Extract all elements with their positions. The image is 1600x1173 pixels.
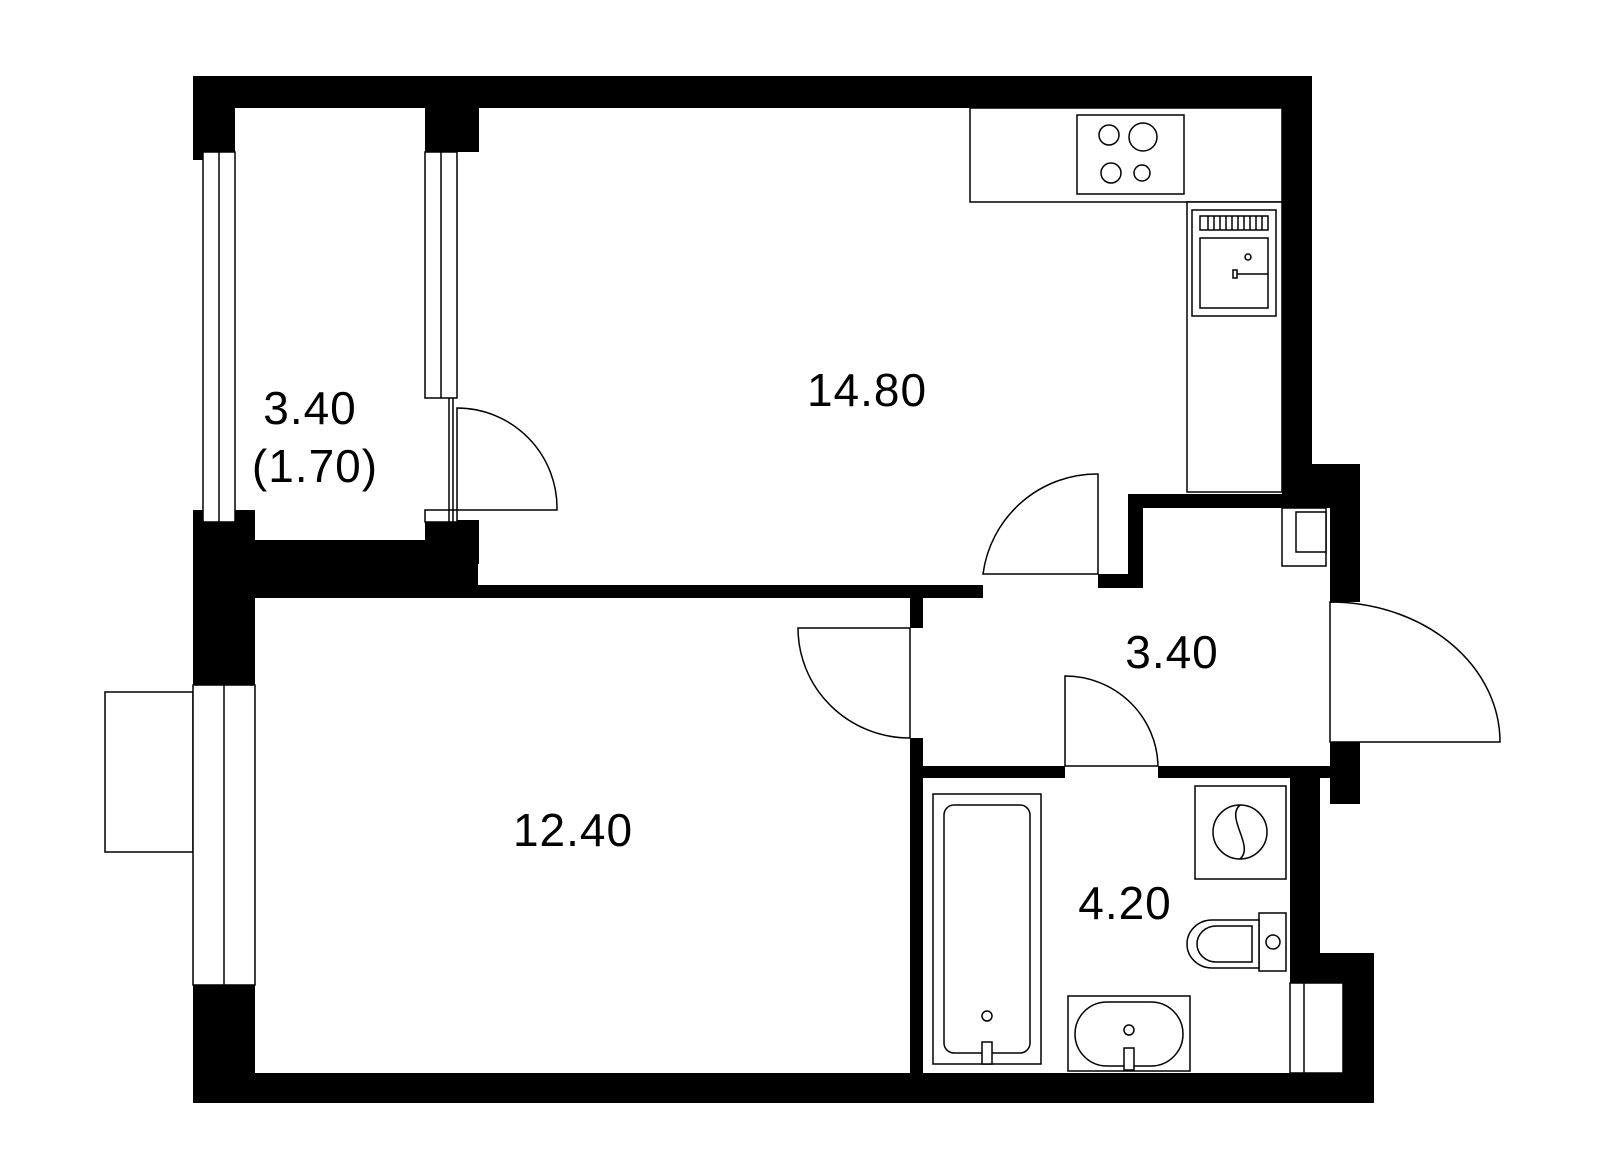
wall-right-entrance-lower [1330,742,1360,804]
kitchen-living-area-label: 14.80 [807,364,927,416]
bathtub-drain-icon [981,1010,993,1022]
wall-right-upper [1282,76,1312,494]
dish-rack-icon [1199,215,1269,231]
bathroom-door [1064,675,1159,767]
wall-hall-bath-right [1158,766,1358,778]
hallway-area-label: 3.40 [1125,626,1219,678]
balcony-reduced-area-label: (1.70) [252,440,378,492]
walls [193,76,1374,1103]
burner-icon [1098,124,1120,146]
bath-shaft [1289,982,1344,1074]
bathroom-fixtures [932,785,1344,1074]
doors [456,407,1501,767]
kitchen-fixtures [969,107,1283,493]
burner-icon [1128,122,1158,152]
hall-closet [1281,507,1327,567]
kitchen-door [982,473,1099,575]
burner-icon [1133,164,1151,182]
bathroom-area-label: 4.20 [1078,877,1172,929]
wall-top [193,76,1312,108]
bedroom-area-label: 12.40 [513,804,633,856]
washbasin-drain-icon [1123,1024,1135,1036]
wall-kitchen-bedroom [255,585,983,598]
entrance-door [1329,601,1501,743]
cooktop [1076,114,1185,195]
balcony-door [456,407,558,511]
wall-hall-inner-stub [1098,574,1143,588]
wall-hall-right [1330,464,1360,602]
washbasin-faucet [1123,1047,1135,1071]
bathtub-faucet [981,1041,993,1065]
window-sill [104,691,194,853]
wall-partition-bottom [425,520,479,564]
sink-drain-icon [1244,253,1252,261]
area-labels: 3.40 (1.70) 14.80 3.40 12.40 4.20 [252,364,1219,929]
wall-bottom [193,1073,1374,1103]
bathtub-inner [943,804,1031,1054]
wall-bedroom-hall-top [910,598,923,628]
balcony-area-label: 3.40 [263,382,357,434]
wall-right-bath [1290,778,1320,953]
bedroom-window [104,684,256,986]
wall-hall-inner-left [1128,494,1143,588]
balcony-partition-jamb [424,509,458,523]
bedroom-door [797,627,911,739]
wall-hall-inner-top [1128,494,1330,508]
wall-bedroom-bath [910,738,923,1073]
balcony-glazing [202,151,458,523]
wall-partition-top [425,108,479,152]
toilet-icon [1186,912,1287,972]
wall-hall-bath-left [910,766,1065,778]
burner-icon [1100,162,1122,184]
